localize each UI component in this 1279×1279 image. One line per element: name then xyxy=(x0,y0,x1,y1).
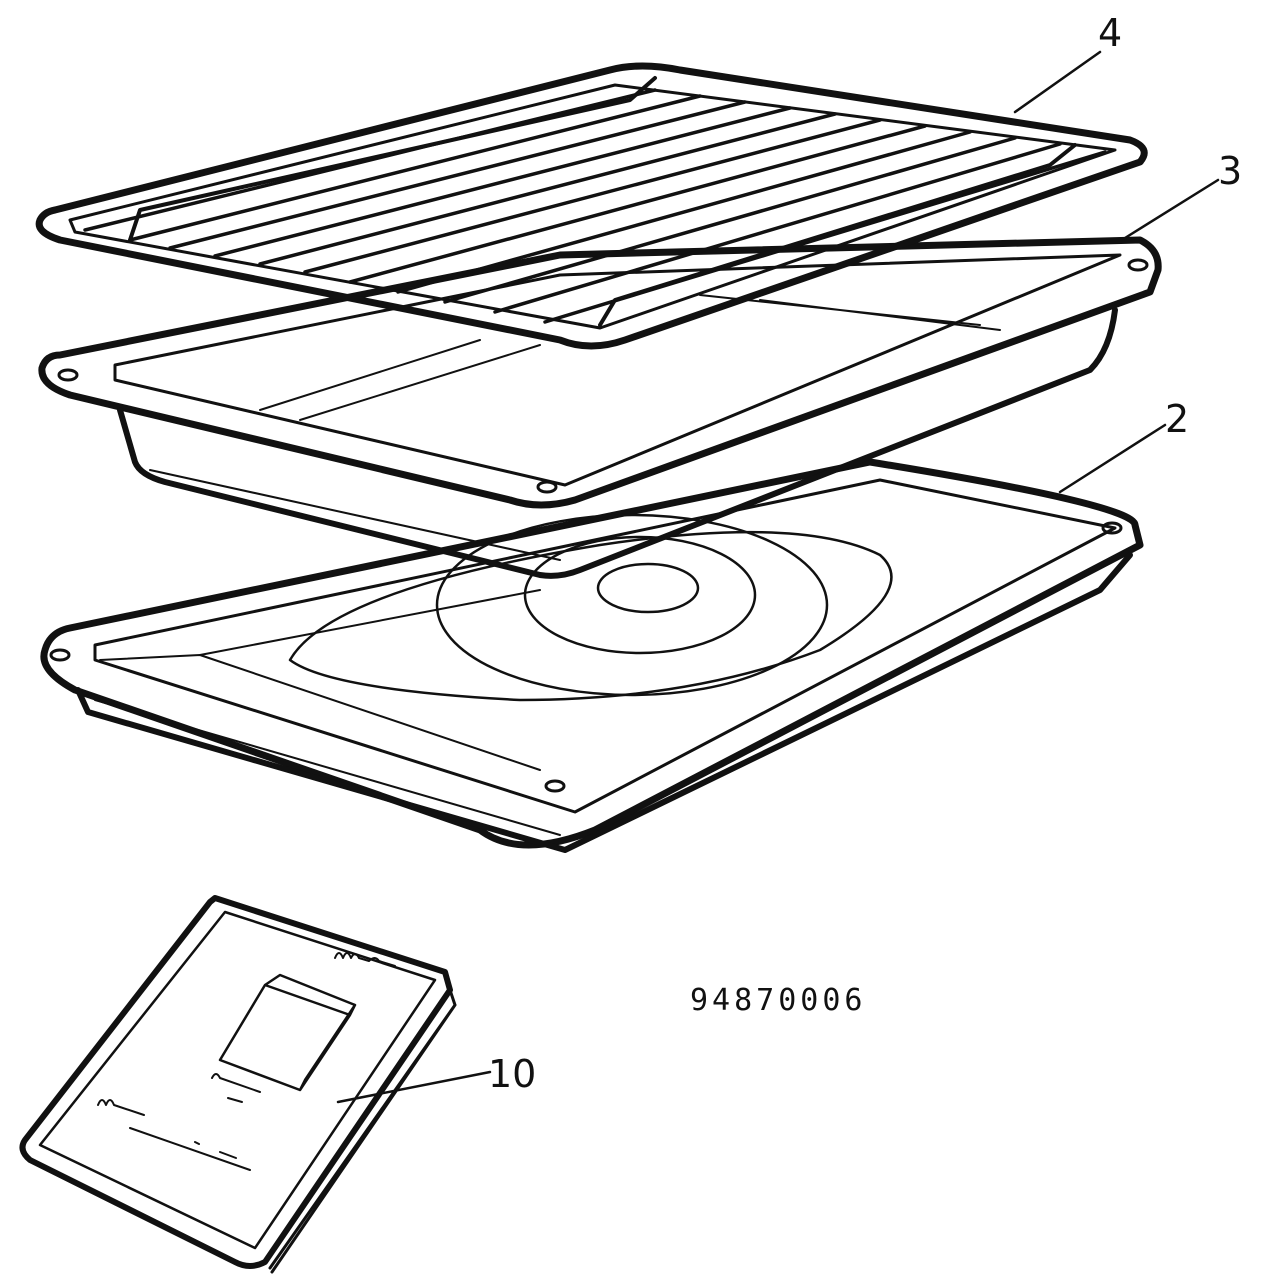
leader-baking-tray xyxy=(1058,423,1167,494)
baking-tray-hole-front xyxy=(544,779,566,793)
manual-stove-sketch xyxy=(218,973,357,1092)
instruction-manual xyxy=(19,895,457,1274)
baking-tray-embossed-rings xyxy=(288,513,893,702)
roasting-pan-crease xyxy=(259,294,1001,421)
roasting-pan-hole-left xyxy=(57,368,79,382)
baking-tray-crease-left xyxy=(99,654,541,771)
grill-rack xyxy=(35,62,1148,350)
roasting-pan-side xyxy=(117,307,1118,579)
manual-pages xyxy=(268,988,457,1274)
document-number: 94870006 xyxy=(690,983,867,1018)
roasting-pan xyxy=(38,236,1162,579)
grill-rack-support-right xyxy=(598,143,1077,327)
manual-scribble-lines xyxy=(97,1073,261,1171)
callout-label-baking-tray: 2 xyxy=(1165,397,1190,441)
callout-label-manual: 10 xyxy=(488,1052,537,1096)
manual-cover xyxy=(19,895,453,1269)
roasting-pan-rim-inner xyxy=(113,253,1122,487)
grill-rack-wires xyxy=(83,88,1107,324)
roasting-pan-rim-outer xyxy=(38,236,1162,509)
callout-leaders xyxy=(336,50,1220,1104)
leader-roasting-pan xyxy=(1123,178,1220,240)
baking-tray-rim-outer xyxy=(40,458,1144,849)
grill-rack-support-left xyxy=(128,76,657,242)
baking-tray xyxy=(40,458,1144,853)
manual-scribble-title xyxy=(334,952,396,967)
baking-tray-hole-right xyxy=(1101,521,1123,535)
baking-tray-rim-inner xyxy=(93,478,1117,814)
callout-label-roasting-pan: 3 xyxy=(1218,149,1243,193)
baking-tray-hole-left xyxy=(49,648,71,662)
baking-tray-side xyxy=(75,552,1133,853)
grill-rack-frame-outer xyxy=(35,62,1148,350)
leader-rack xyxy=(1013,50,1102,114)
callout-label-rack: 4 xyxy=(1098,11,1123,55)
grill-rack-frame-inner xyxy=(68,83,1117,330)
roasting-pan-hole-right xyxy=(1127,258,1149,272)
leader-manual xyxy=(336,1070,492,1104)
roasting-pan-hole-front xyxy=(536,480,558,494)
